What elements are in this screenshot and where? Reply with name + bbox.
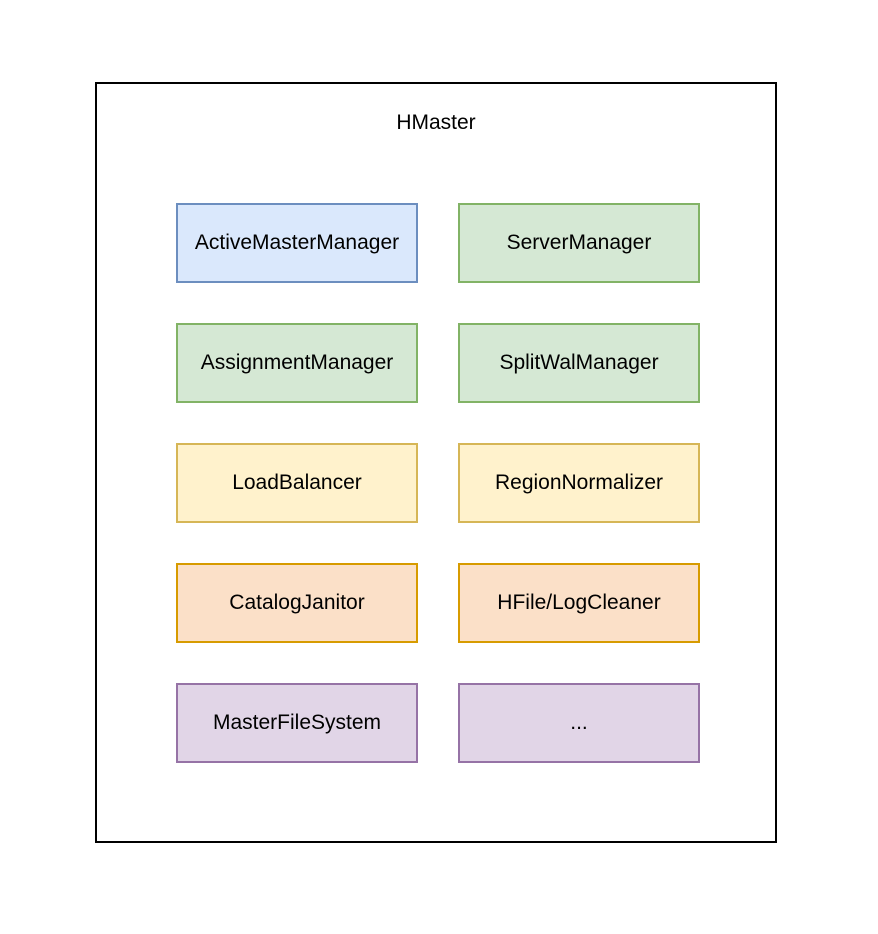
component-label: LoadBalancer: [232, 471, 362, 494]
component-label: SplitWalManager: [499, 351, 659, 374]
component-box-assignment-manager[interactable]: AssignmentManager: [176, 323, 418, 403]
component-label: CatalogJanitor: [229, 591, 365, 614]
component-box-server-manager[interactable]: ServerManager: [458, 203, 700, 283]
component-box-active-master-manager[interactable]: ActiveMasterManager: [176, 203, 418, 283]
component-label: MasterFileSystem: [212, 711, 382, 734]
component-label: ActiveMasterManager: [194, 231, 400, 254]
component-box-hfile-log-cleaner[interactable]: HFile/LogCleaner: [458, 563, 700, 643]
component-box-more-ellipsis[interactable]: ...: [458, 683, 700, 763]
component-label: HFile/LogCleaner: [497, 591, 661, 614]
component-box-load-balancer[interactable]: LoadBalancer: [176, 443, 418, 523]
component-grid: ActiveMasterManager ServerManager Assign…: [176, 203, 700, 763]
hmaster-container: HMaster ActiveMasterManager ServerManage…: [95, 82, 777, 843]
component-label: AssignmentManager: [200, 351, 394, 374]
component-box-master-file-system[interactable]: MasterFileSystem: [176, 683, 418, 763]
component-label: RegionNormalizer: [494, 471, 664, 494]
component-box-catalog-janitor[interactable]: CatalogJanitor: [176, 563, 418, 643]
hmaster-title: HMaster: [396, 111, 476, 134]
component-label: ServerManager: [506, 231, 652, 254]
component-box-split-wal-manager[interactable]: SplitWalManager: [458, 323, 700, 403]
component-label: ...: [570, 711, 588, 734]
component-box-region-normalizer[interactable]: RegionNormalizer: [458, 443, 700, 523]
